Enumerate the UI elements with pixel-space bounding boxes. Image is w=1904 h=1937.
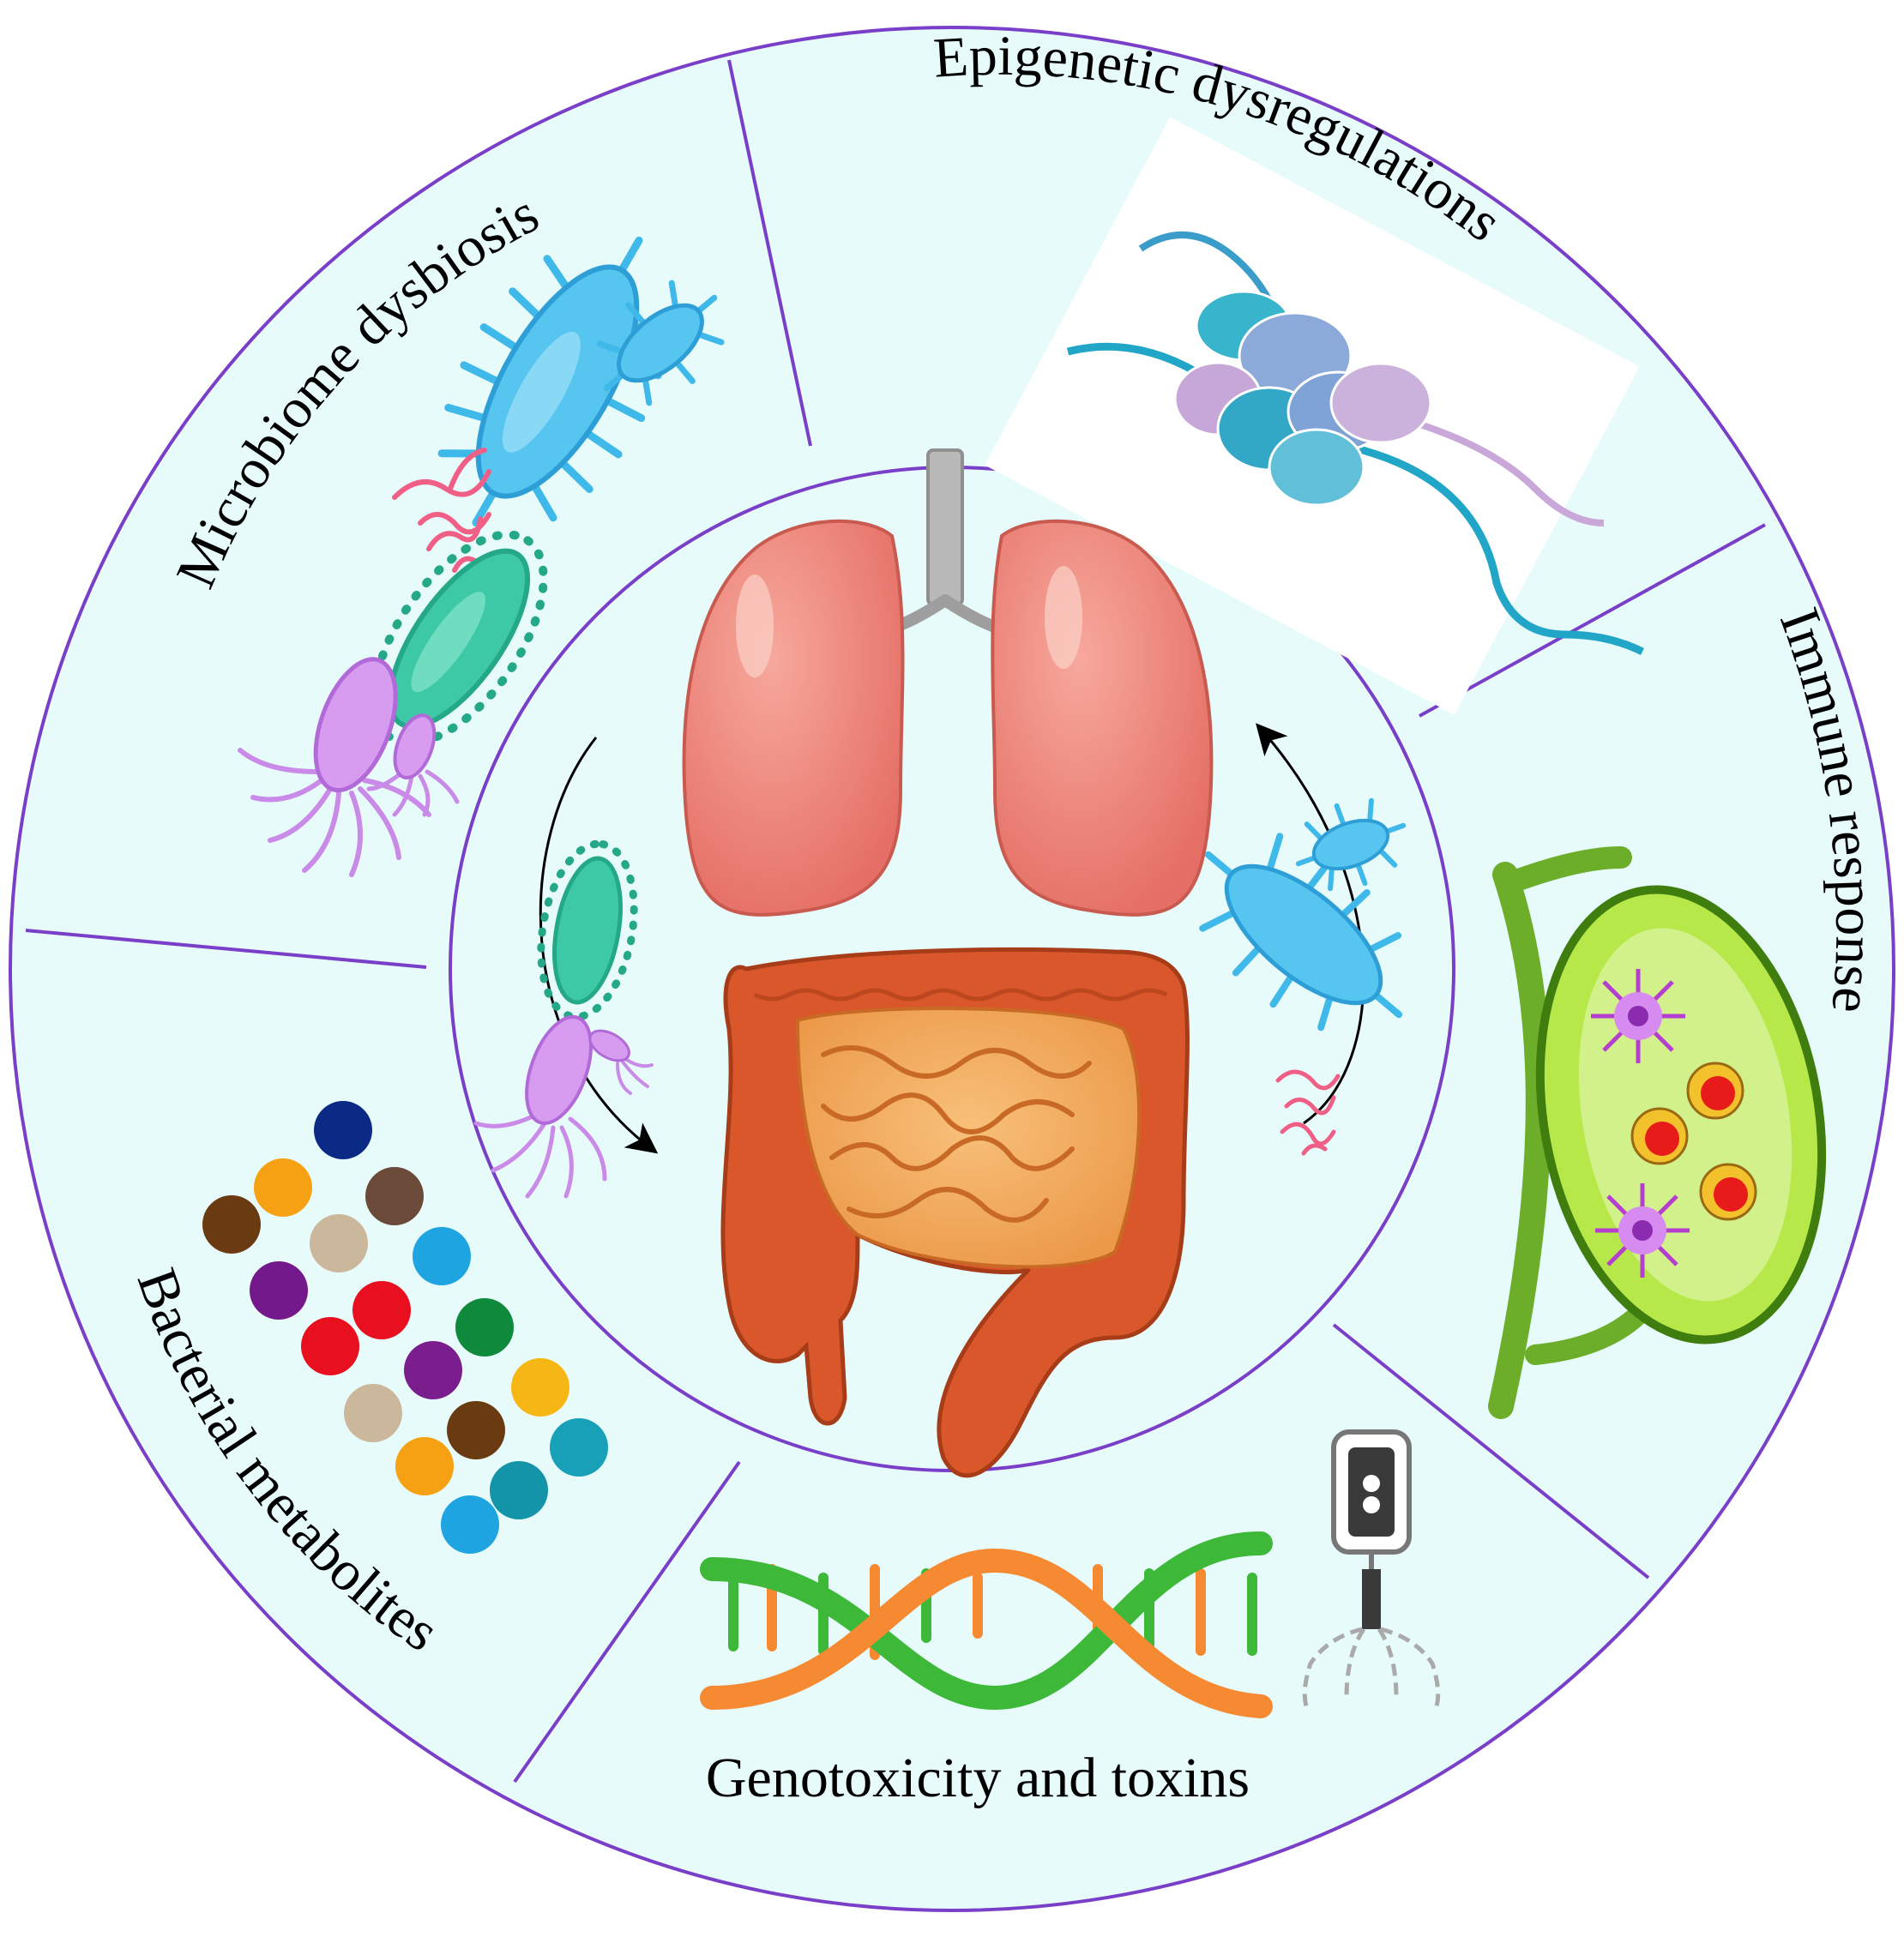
- purple-protist-icon: [238, 657, 431, 877]
- blue-bacterium-icon: [437, 236, 673, 527]
- metabolite-dot: [314, 1101, 372, 1159]
- metabolite-dot: [490, 1461, 548, 1519]
- metabolite-dot: [511, 1358, 569, 1417]
- dendritic-cell-icon: [1591, 969, 1685, 1063]
- center-purple-protist-icon: [473, 1014, 607, 1199]
- metabolite-dot: [404, 1341, 462, 1399]
- center-small-protist-icon: [588, 1029, 654, 1095]
- small-purple-protist-icon: [366, 713, 460, 817]
- metabolite-dot: [202, 1195, 261, 1254]
- lymphocyte-icon: [1699, 1163, 1757, 1221]
- metabolite-dot: [550, 1418, 608, 1477]
- lymph-node-icon: [1488, 846, 1827, 1419]
- metabolite-dot: [447, 1401, 505, 1459]
- metabolite-dot: [344, 1384, 402, 1442]
- center-small-blue-bacterium-icon: [1295, 797, 1407, 892]
- metabolite-dot: [301, 1317, 359, 1375]
- metabolite-dot: [352, 1281, 411, 1339]
- bacteriophage-icon: [1302, 1429, 1441, 1707]
- intestine-icon: [720, 947, 1190, 1478]
- dendritic-cell-icon: [1595, 1183, 1690, 1278]
- segment-dividers: [25, 59, 1766, 1784]
- segment-label-genotoxicity: Genotoxicity and toxins: [706, 1747, 1250, 1809]
- metabolite-dots-icon: [202, 1101, 608, 1554]
- metabolite-dot: [365, 1167, 424, 1225]
- metabolite-dot: [441, 1495, 499, 1554]
- dna-helix-icon: [700, 1531, 1273, 1718]
- lymphocyte-icon: [1630, 1107, 1689, 1165]
- metabolite-dot: [413, 1227, 471, 1285]
- metabolite-dot: [254, 1158, 312, 1217]
- center-pink-fiber-icon: [1275, 1069, 1341, 1156]
- metabolite-dot: [395, 1437, 454, 1495]
- green-bacterium-icon: [370, 530, 548, 748]
- bacteria-cluster-icon: [238, 236, 725, 877]
- nucleosome-icon: [985, 117, 1645, 715]
- metabolite-dot: [455, 1298, 514, 1357]
- metabolite-dot: [250, 1261, 308, 1320]
- small-blue-bacterium-icon: [596, 280, 725, 406]
- center-green-bacterium-icon: [537, 839, 638, 1021]
- lymphocyte-icon: [1686, 1062, 1744, 1120]
- lungs-icon: [682, 448, 1214, 917]
- metabolite-dot: [310, 1214, 368, 1272]
